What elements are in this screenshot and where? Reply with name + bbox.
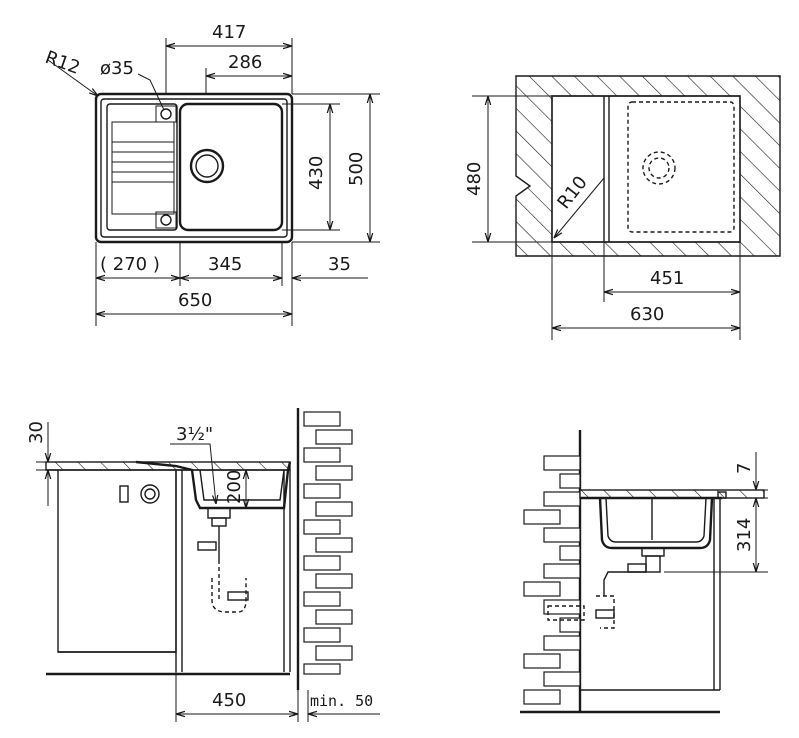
dim-270: ( 270 ) [100,254,160,275]
drain-dashed [642,151,676,185]
side-view-right: 7 314 [520,430,768,714]
drain-dashed-inner [648,157,670,179]
tap-hole-frame-top [155,105,177,123]
dim-500: 500 [346,152,367,186]
dim-417: 417 [212,22,246,43]
dim-35: 35 [328,254,351,275]
dim-630: 630 [630,304,664,325]
dim-pipe-size: 3½" [176,424,213,445]
dim-r10: R10 [553,172,591,213]
brick-wall-left [296,408,353,690]
knob-inner [144,488,156,500]
dim-286: 286 [228,52,262,73]
dim-345: 345 [208,254,242,275]
drain-outer [189,148,225,184]
drainer-area [106,103,178,231]
sink-bowl [178,102,284,232]
sink-inner-outline [100,98,288,238]
cabinet-handle [119,485,129,503]
tap-hole-top [160,108,172,120]
sink-section [135,460,292,510]
tap-hole-frame-bottom [155,211,177,229]
bowl-dashed [627,101,735,233]
side-view-left: 30 3½" 200 450 min. 50 [26,408,380,722]
dim-200: 200 [224,470,245,504]
brick-wall-right [523,430,582,712]
drain-inner [195,154,219,178]
dim-314: 314 [734,518,755,552]
dim-7: 7 [734,463,755,474]
dim-min50: min. 50 [310,692,373,710]
dim-r12: R12 [42,47,82,79]
sink-section-right [598,497,714,550]
cutout-opening [551,95,741,243]
dim-480: 480 [464,162,485,196]
cutout-view: 480 R10 451 630 [464,75,781,340]
dim-30: 30 [26,421,47,444]
dim-d35: ø35 [100,58,134,79]
drainer-inner [111,121,175,215]
dim-451: 451 [650,268,684,289]
top-view: 417 286 R12 ø35 430 500 ( 270 ) 345 35 6… [42,22,380,326]
dim-430: 430 [306,156,327,190]
sink-outline [94,92,294,244]
knob-outer [140,484,160,504]
dim-650: 650 [178,290,212,311]
tap-hole-bottom [160,214,172,226]
dim-450: 450 [212,690,246,711]
